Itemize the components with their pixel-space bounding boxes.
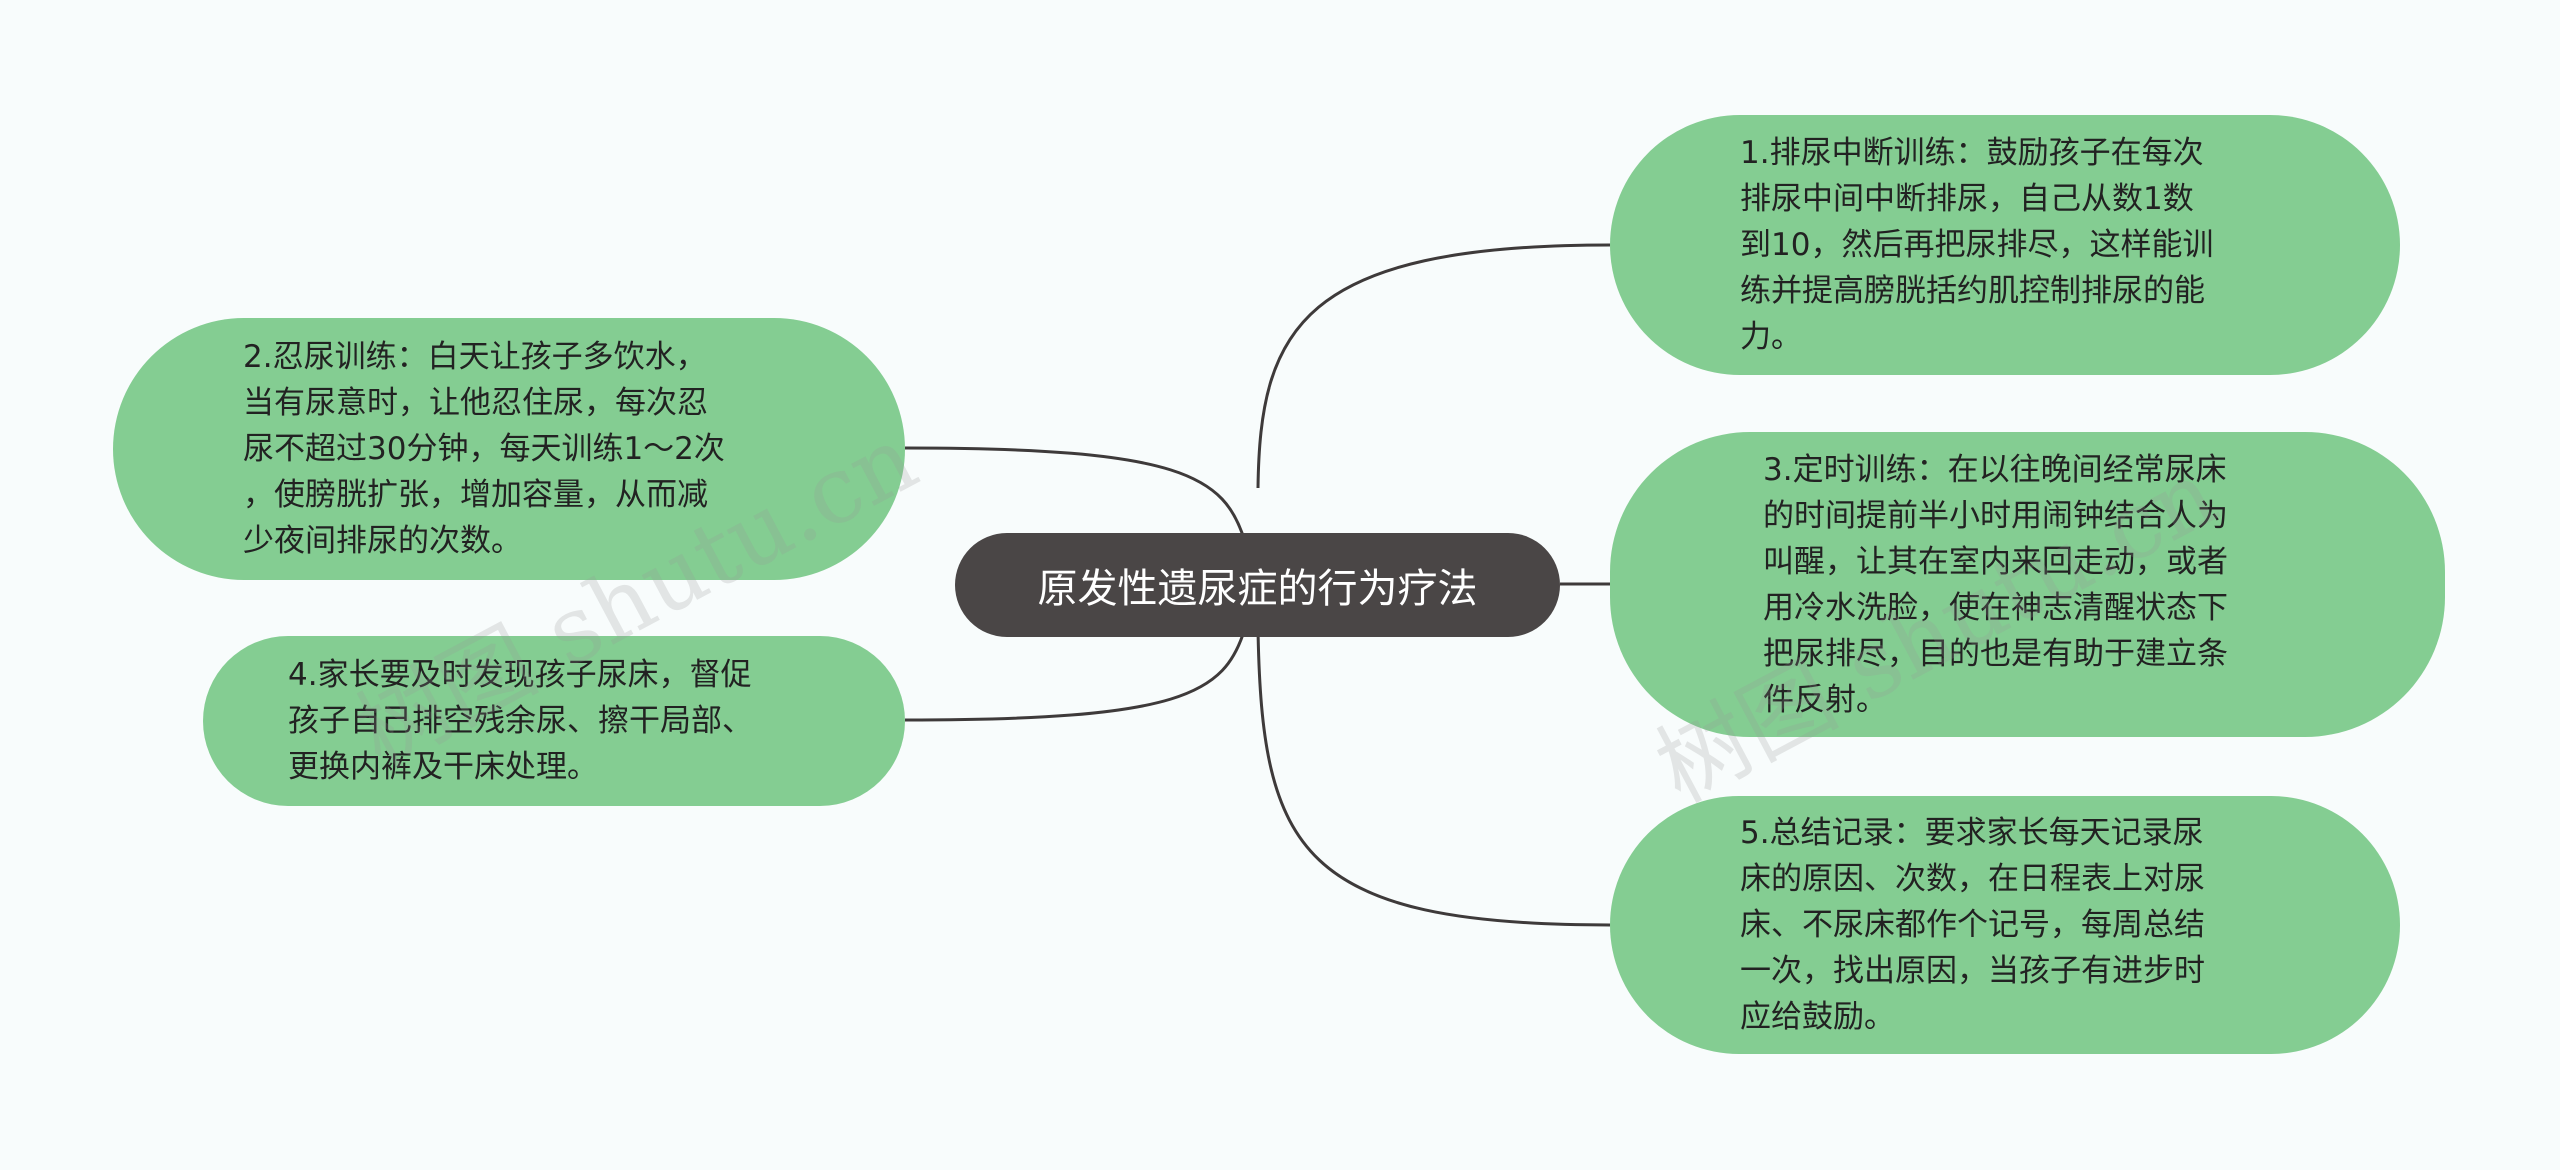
branch-node-3-text: 3.定时训练：在以往晚间经常尿床 的时间提前半小时用闹钟结合人为 叫醒，让其在室… (1763, 451, 2228, 718)
branch-node-5-text: 5.总结记录：要求家长每天记录尿 床的原因、次数，在日程表上对尿 床、不尿床都作… (1740, 815, 2205, 1035)
root-node[interactable]: 原发性遗尿症的行为疗法 (955, 533, 1560, 637)
branch-node-1-text: 1.排尿中断训练：鼓励孩子在每次 排尿中间中断排尿，自己从数1数 到10，然后再… (1740, 135, 2214, 355)
root-node-label: 原发性遗尿症的行为疗法 (1037, 566, 1478, 612)
branch-node-4-text: 4.家长要及时发现孩子尿床，督促 孩子自己排空残余尿、擦干局部、 更换内裤及干床… (288, 657, 753, 785)
connector-root-b4 (904, 627, 1247, 722)
branch-node-4[interactable]: 4.家长要及时发现孩子尿床，督促 孩子自己排空残余尿、擦干局部、 更换内裤及干床… (203, 636, 905, 806)
connector-root-b2 (904, 446, 1247, 543)
branch-node-5[interactable]: 5.总结记录：要求家长每天记录尿 床的原因、次数，在日程表上对尿 床、不尿床都作… (1610, 796, 2400, 1054)
branch-node-2-text: 2.忍尿训练：白天让孩子多饮水， 当有尿意时，让他忍住尿，每次忍 尿不超过30分… (243, 339, 725, 559)
branch-node-1[interactable]: 1.排尿中断训练：鼓励孩子在每次 排尿中间中断排尿，自己从数1数 到10，然后再… (1610, 115, 2400, 375)
branch-node-3[interactable]: 3.定时训练：在以往晚间经常尿床 的时间提前半小时用闹钟结合人为 叫醒，让其在室… (1610, 432, 2445, 737)
connector-root-b1 (1256, 243, 1611, 489)
connector-root-b5 (1256, 629, 1611, 927)
branch-node-2[interactable]: 2.忍尿训练：白天让孩子多饮水， 当有尿意时，让他忍住尿，每次忍 尿不超过30分… (113, 318, 905, 580)
